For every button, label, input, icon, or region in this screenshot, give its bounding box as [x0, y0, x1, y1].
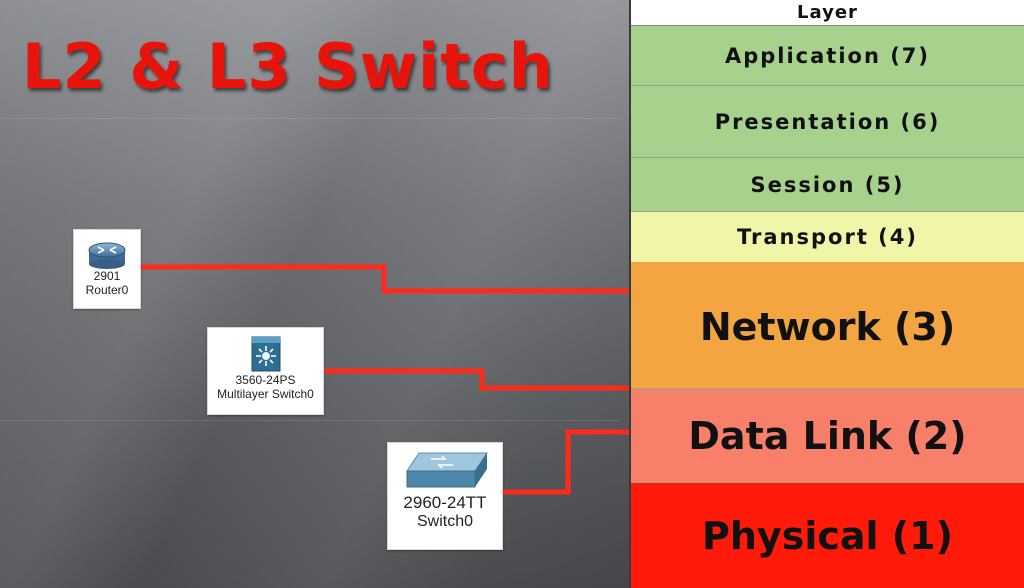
- device-model: 3560-24PS: [235, 373, 296, 387]
- device-name: Router0: [85, 282, 129, 297]
- layer-transport: Transport (4): [631, 212, 1024, 266]
- switch-icon: [406, 452, 488, 488]
- multilayer-switch-icon: [251, 336, 280, 372]
- decor-line: [0, 420, 620, 421]
- wire-multilayer-network: [322, 368, 638, 391]
- device-name: Multilayer Switch0: [217, 386, 314, 401]
- switch-device[interactable]: 2960-24TT Switch0: [387, 442, 503, 550]
- multilayer-switch-device[interactable]: 3560-24PS Multilayer Switch0: [207, 327, 324, 415]
- layer-application: Application (7): [631, 26, 1024, 86]
- layer-datalink: Data Link (2): [631, 389, 1024, 483]
- router-device[interactable]: 2901 Router0: [73, 229, 141, 309]
- wire-switch-datalink: [501, 429, 629, 495]
- layer-presentation: Presentation (6): [631, 86, 1024, 158]
- device-model: 2901: [93, 269, 121, 283]
- layer-session: Session (5): [631, 158, 1024, 212]
- osi-layer-table: Layer Application (7) Presentation (6) S…: [629, 0, 1024, 588]
- decor-line: [0, 118, 620, 119]
- router-icon: [88, 242, 126, 269]
- device-model: 2960-24TT: [403, 493, 487, 512]
- osi-header: Layer: [631, 0, 1024, 26]
- slide-title: L2 & L3 Switch: [22, 30, 554, 103]
- layer-physical: Physical (1): [631, 483, 1024, 588]
- device-name: Switch0: [416, 512, 474, 530]
- layer-network: Network (3): [631, 266, 1024, 389]
- wire-router-network: [139, 264, 629, 294]
